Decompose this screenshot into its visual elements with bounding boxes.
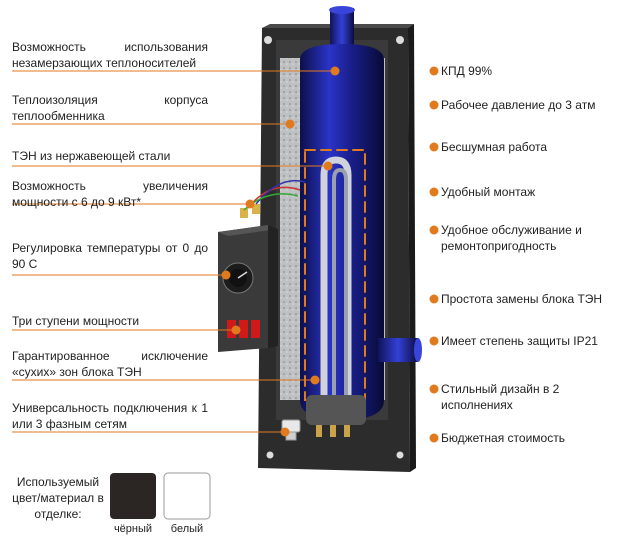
marker-dots-right [429,66,439,443]
power-switches [227,320,260,338]
leader-lines-left [12,70,335,433]
finish-swatches [110,472,211,520]
finish-title: Используемый цвет/материал в отделке: [12,475,104,521]
swatch-white [163,472,211,520]
feature-efficiency: КПД 99% [441,64,493,78]
swatch-black-label: чёрный [113,523,153,535]
feature-power-upgrade: Возможность увеличения мощности с 6 до 9… [12,179,208,209]
feature-pressure: Рабочее давление до 3 атм [441,98,596,112]
feature-ip21: Имеет степень защиты IP21 [441,334,598,348]
heating-element [304,149,366,437]
swatch-white-label: белый [170,523,204,535]
feature-insulation: Теплоизоляция корпуса теплообменника [12,93,208,123]
marker-dots-left [221,66,340,437]
swatch-black [110,473,156,519]
temperature-dial-icon [222,262,254,294]
feature-power-stages: Три ступени мощности [12,314,140,328]
feature-stainless-element: ТЭН из нержавеющей стали [12,149,171,163]
feature-element-replacement: Простота замены блока ТЭН [441,292,603,306]
feature-mounting: Удобный монтаж [441,185,536,199]
feature-maintenance: Удобное обслуживание и ремонтопригодност… [441,223,582,253]
feature-temperature-control: Регулировка температуры от 0 до 90 С [12,241,208,271]
feature-silent: Бесшумная работа [441,140,548,154]
feature-phase-connection: Универсальность подключения к 1 или 3 фа… [12,401,208,431]
feature-no-dry-zones: Гарантированное исключение «сухих» зон б… [12,349,208,379]
feature-antifreeze: Возможность использования незамерзающих … [12,40,208,70]
feature-budget: Бюджетная стоимость [441,431,565,445]
feature-design: Стильный дизайн в 2 исполнениях [441,382,560,412]
control-box [218,180,306,352]
